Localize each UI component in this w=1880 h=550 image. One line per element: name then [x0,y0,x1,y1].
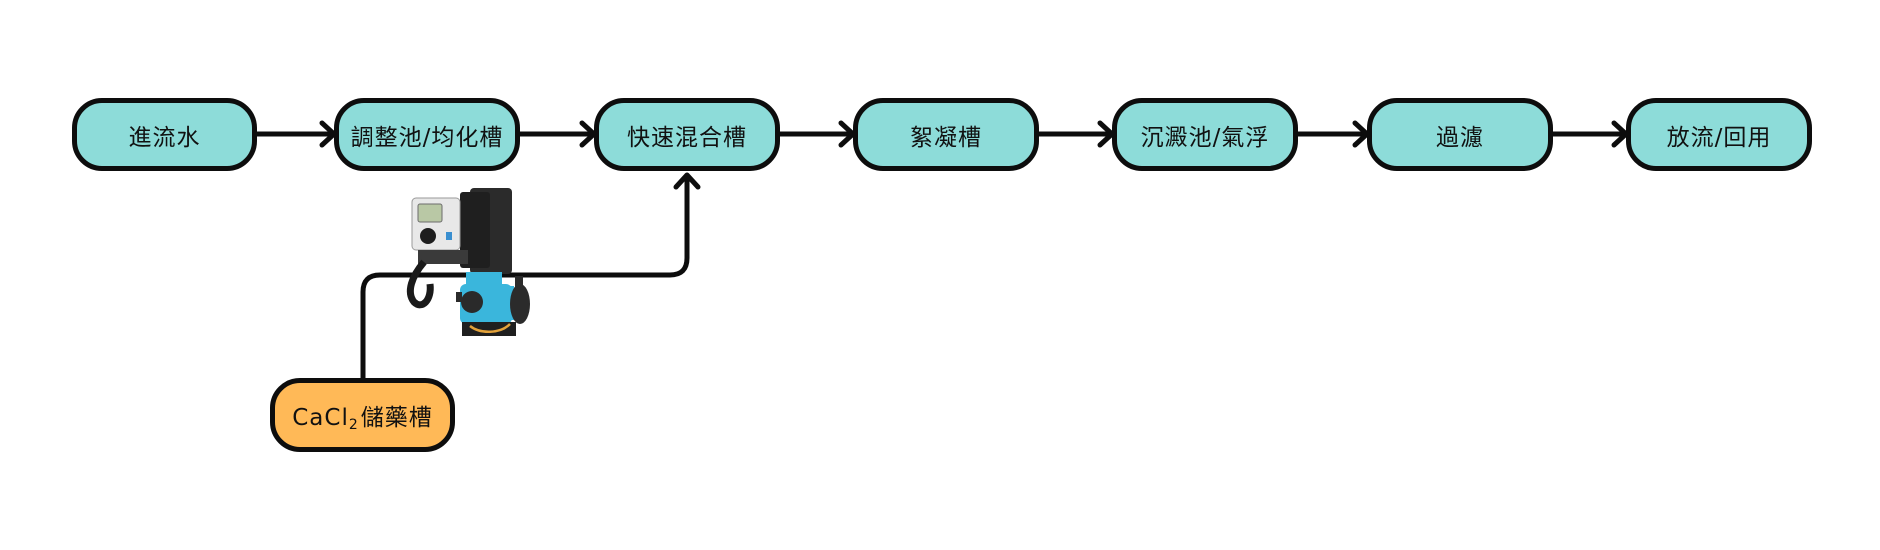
node-equalization-tank: 調整池/均化槽 [334,98,520,171]
pump-head [456,272,530,336]
node-label: 絮凝槽 [910,124,982,151]
node-label: 調整池/均化槽 [350,124,504,151]
node-label: 過濾 [1436,124,1484,151]
node-label: 沉澱池/氣浮 [1140,124,1270,151]
node-label: 快速混合槽 [627,124,747,151]
node-influent: 進流水 [72,98,257,171]
node-rapid-mix-tank: 快速混合槽 [594,98,780,171]
node-flocculation-tank: 絮凝槽 [853,98,1039,171]
tank-label: CaCl2儲藥槽 [292,404,433,433]
arrowhead-tank-n3 [673,172,701,190]
pump-controller [411,188,512,274]
node-cacl2-storage-tank: CaCl2儲藥槽 [270,378,455,452]
pump-cable [406,259,434,309]
node-discharge-reuse: 放流/回用 [1626,98,1812,171]
dosing-pump-icon [406,188,530,336]
edge-tank-n3 [360,173,690,381]
node-label: 進流水 [128,124,201,151]
node-label: 放流/回用 [1666,124,1772,151]
node-sedimentation-flotation: 沉澱池/氣浮 [1112,98,1298,171]
node-filtration: 過濾 [1367,98,1553,171]
